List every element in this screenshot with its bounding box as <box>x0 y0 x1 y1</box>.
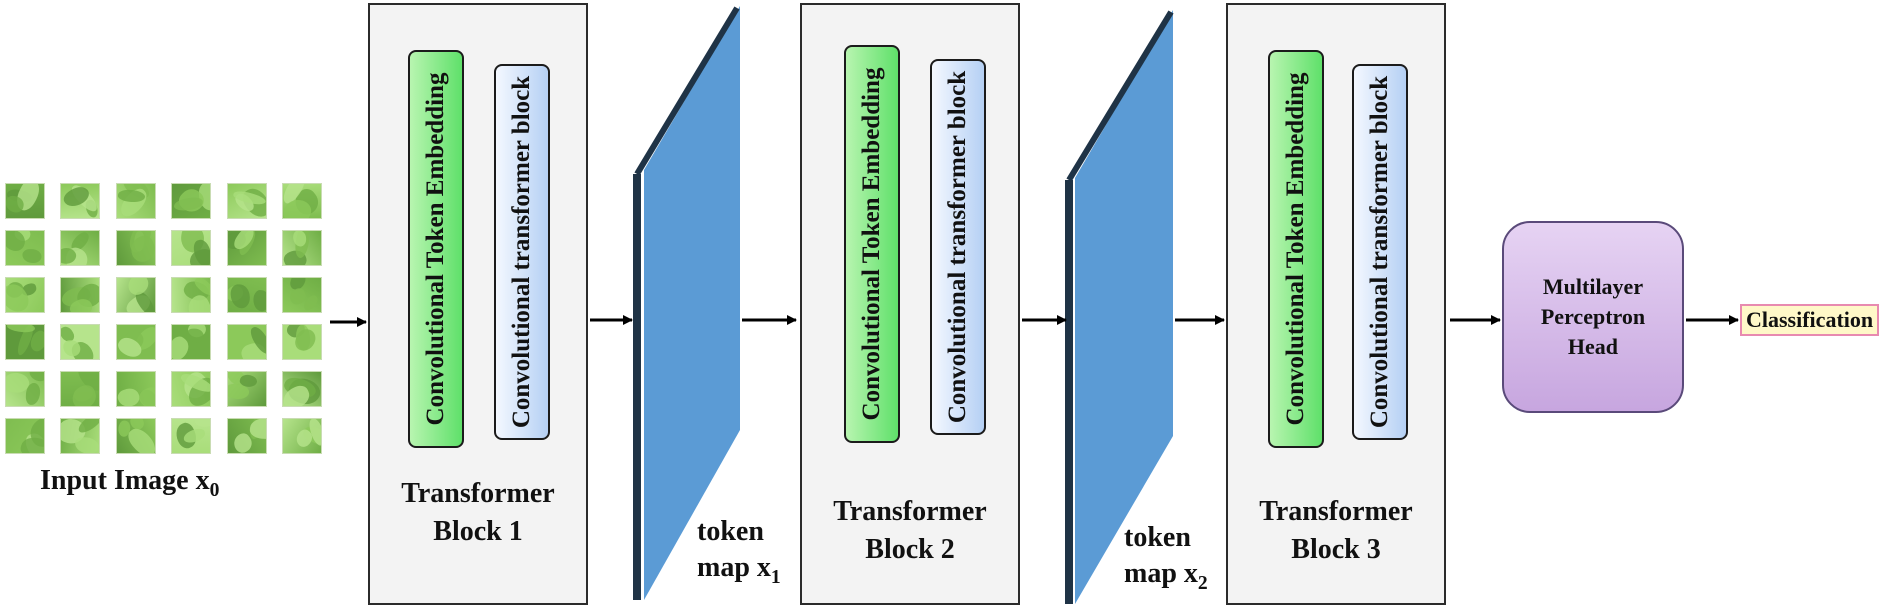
transformer-block-2: Convolutional Token Embedding Convolutio… <box>800 3 1020 605</box>
conv-token-embedding-box-2: Convolutional Token Embedding <box>844 45 900 443</box>
image-patch <box>227 371 267 407</box>
image-patch <box>171 418 211 454</box>
token-map-2-label-subscript: 2 <box>1197 572 1208 594</box>
conv-transformer-box-1: Convolutional transformer block <box>494 64 550 440</box>
token-map-2-top-edge <box>1066 10 1174 182</box>
token-map-2-label-line1: token <box>1124 522 1191 553</box>
block-title-line2: Block 2 <box>865 534 955 565</box>
image-patch <box>282 324 322 360</box>
image-patch <box>282 183 322 219</box>
image-patch <box>171 277 211 313</box>
image-patch <box>60 230 100 266</box>
block-title-line1: Transformer <box>1259 496 1413 527</box>
image-patch <box>5 418 45 454</box>
conv-token-embedding-box-3: Convolutional Token Embedding <box>1268 50 1324 448</box>
token-map-2-label: token map x2 <box>1124 520 1208 602</box>
mlp-head-label: Multilayer Perceptron Head <box>1541 272 1645 362</box>
token-map-1-face <box>644 6 740 600</box>
transformer-block-1: Convolutional Token Embedding Convolutio… <box>368 3 588 605</box>
mlp-head-box: Multilayer Perceptron Head <box>1502 221 1684 413</box>
image-patch <box>60 277 100 313</box>
image-patch <box>227 277 267 313</box>
input-image-label: Input Image x0 <box>40 465 219 502</box>
token-map-1-top-edge <box>634 6 740 176</box>
token-map-2-label-main: map x <box>1124 558 1198 589</box>
image-patch <box>282 418 322 454</box>
image-patch <box>171 230 211 266</box>
image-patch <box>282 277 322 313</box>
image-patch <box>5 277 45 313</box>
image-patch <box>227 324 267 360</box>
image-patch <box>5 371 45 407</box>
image-patch <box>116 371 156 407</box>
image-patch <box>60 418 100 454</box>
classification-output: Classification <box>1740 304 1880 336</box>
image-patch <box>116 418 156 454</box>
token-map-1-label-main: map x <box>697 552 771 583</box>
input-image-label-text: Input Image x <box>40 465 210 496</box>
token-map-1-label-line1: token <box>697 516 764 547</box>
image-patch <box>116 230 156 266</box>
input-image-grid <box>0 0 330 460</box>
transformer-block-1-title: Transformer Block 1 <box>370 475 586 551</box>
image-patch <box>60 324 100 360</box>
image-patch <box>116 324 156 360</box>
transformer-block-3-title: Transformer Block 3 <box>1228 493 1444 569</box>
token-map-2-face <box>1075 10 1173 604</box>
mlp-label-line3: Head <box>1567 334 1619 359</box>
block-title-line1: Transformer <box>833 496 987 527</box>
image-patch <box>171 324 211 360</box>
block-title-line1: Transformer <box>401 478 555 509</box>
image-patch <box>5 324 45 360</box>
image-patch <box>5 230 45 266</box>
mlp-label-line2: Perceptron <box>1540 304 1646 329</box>
image-patch <box>60 371 100 407</box>
token-map-1-label-line2: map x1 <box>697 550 781 596</box>
input-image-label-subscript: 0 <box>209 479 220 501</box>
token-map-1-label-subscript: 1 <box>770 566 781 588</box>
token-map-2 <box>1065 10 1174 604</box>
image-patch <box>282 371 322 407</box>
token-map-1 <box>633 6 740 600</box>
transformer-block-3: Convolutional Token Embedding Convolutio… <box>1226 3 1446 605</box>
image-patch <box>227 230 267 266</box>
mlp-label-line1: Multilayer <box>1542 274 1644 299</box>
image-patch <box>116 183 156 219</box>
block-title-line2: Block 3 <box>1291 534 1381 565</box>
image-patch <box>171 183 211 219</box>
image-patch <box>5 183 45 219</box>
image-patch <box>171 371 211 407</box>
conv-transformer-box-3: Convolutional transformer block <box>1352 64 1408 440</box>
image-patch <box>60 183 100 219</box>
image-patch <box>227 183 267 219</box>
block-title-line2: Block 1 <box>433 516 523 547</box>
conv-token-embedding-box-1: Convolutional Token Embedding <box>408 50 464 448</box>
image-patch <box>282 230 322 266</box>
token-map-1-label: token map x1 <box>697 514 781 596</box>
conv-transformer-box-2: Convolutional transformer block <box>930 59 986 435</box>
image-patch <box>227 418 267 454</box>
transformer-block-2-title: Transformer Block 2 <box>802 493 1018 569</box>
image-patch <box>116 277 156 313</box>
token-map-2-label-line2: map x2 <box>1124 556 1208 602</box>
